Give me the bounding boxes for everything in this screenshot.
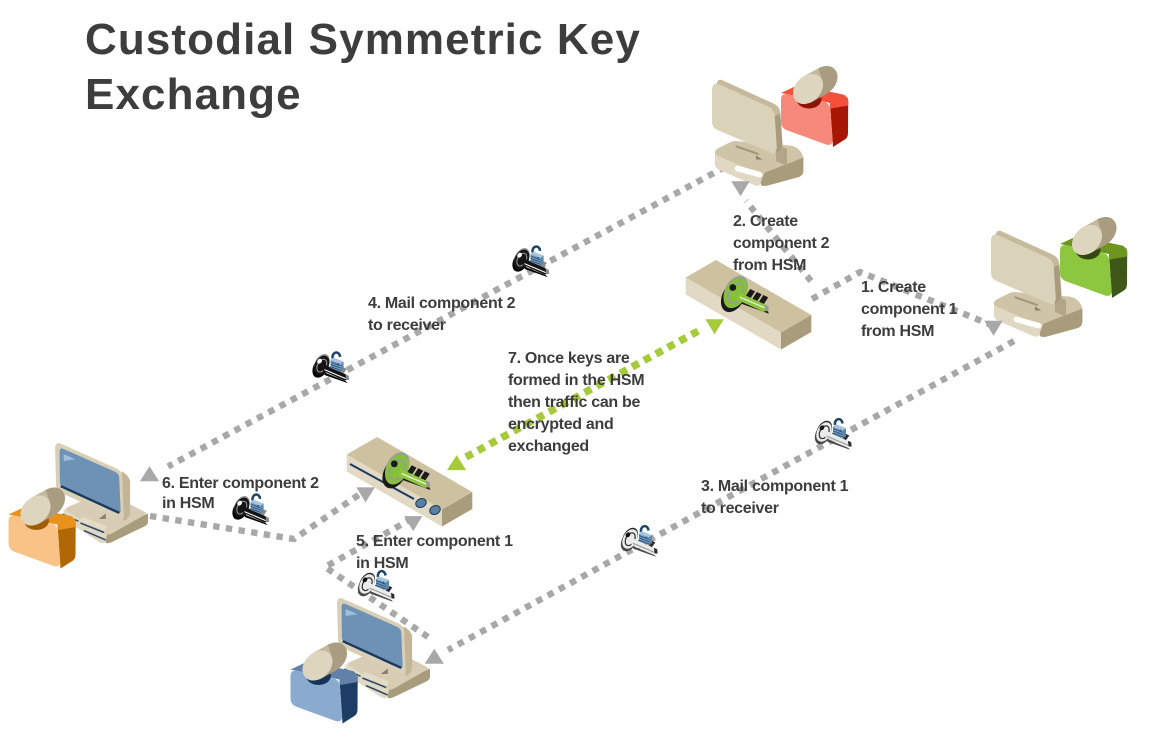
- svg-text:from HSM: from HSM: [861, 323, 934, 340]
- svg-text:then traffic can be: then traffic can be: [508, 394, 641, 411]
- svg-text:Custodial Symmetric Key: Custodial Symmetric Key: [85, 15, 641, 64]
- svg-text:5. Enter component 1: 5. Enter component 1: [356, 533, 513, 550]
- svg-text:4. Mail component 2: 4. Mail component 2: [368, 295, 516, 312]
- svg-text:formed in the HSM: formed in the HSM: [508, 372, 644, 389]
- svg-text:encrypted and: encrypted and: [508, 416, 613, 433]
- svg-text:to receiver: to receiver: [701, 500, 779, 517]
- svg-text:7. Once keys are: 7. Once keys are: [508, 350, 630, 367]
- svg-text:1. Create: 1. Create: [861, 279, 926, 296]
- svg-text:2. Create: 2. Create: [733, 213, 798, 230]
- svg-text:Exchange: Exchange: [85, 70, 302, 119]
- svg-text:to receiver: to receiver: [368, 317, 446, 334]
- svg-text:exchanged: exchanged: [508, 438, 589, 455]
- svg-text:in HSM: in HSM: [356, 555, 408, 572]
- svg-text:3. Mail component 1: 3. Mail component 1: [701, 478, 849, 495]
- svg-text:6. Enter component 2: 6. Enter component 2: [162, 475, 319, 492]
- svg-text:component 1: component 1: [861, 301, 958, 318]
- svg-text:from HSM: from HSM: [733, 257, 806, 274]
- svg-text:component 2: component 2: [733, 235, 830, 252]
- svg-text:in HSM: in HSM: [162, 495, 214, 512]
